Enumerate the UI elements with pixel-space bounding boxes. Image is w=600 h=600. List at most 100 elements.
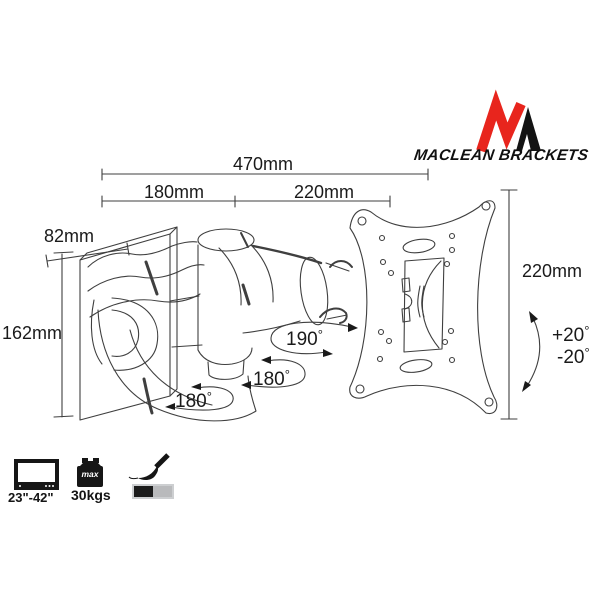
swatch-black: [134, 486, 153, 497]
tv-dot: [48, 485, 51, 487]
plate-center-slot: [417, 285, 425, 318]
brush-tip-line: [128, 476, 139, 480]
paintbrush-icon: [128, 453, 170, 481]
wall-plate: [79, 226, 178, 421]
screw-hole: [357, 216, 367, 226]
vesa-hole: [376, 355, 384, 363]
angle-label-190: 190°: [286, 327, 323, 350]
vesa-slot-top: [402, 238, 436, 254]
max-weight-icon: max: [77, 458, 103, 487]
vesa-hole: [387, 269, 395, 277]
vesa-hole: [385, 337, 393, 345]
dim-label-162mm: 162mm: [2, 323, 63, 343]
vesa-hole: [448, 232, 456, 240]
cover-knob-inner: [111, 309, 140, 357]
bracket-cover: [87, 241, 257, 422]
elbow-arc-1: [218, 247, 242, 306]
plate-center-bump: [404, 293, 413, 310]
joint-dome: [197, 228, 255, 252]
arrowhead: [165, 403, 175, 410]
arm-bottom-edge: [242, 320, 301, 334]
vesa-holes: [376, 232, 456, 364]
dim-line-162: [53, 251, 74, 418]
vesa-plate: [349, 200, 498, 415]
arm-hook-lower: [319, 307, 348, 324]
cover-seam-2: [241, 283, 251, 306]
spec-icons: max: [14, 453, 174, 499]
swivel-arc-180-mid: [246, 359, 306, 388]
dim-label-82mm: 82mm: [44, 226, 95, 246]
arrowhead: [261, 356, 271, 364]
logo-m-red-icon: [476, 89, 526, 153]
arrowhead: [323, 349, 333, 357]
arm-hook-upper: [329, 260, 353, 268]
base-cylinder: [169, 295, 203, 348]
vesa-hole: [379, 258, 387, 266]
arrowheads: [165, 311, 538, 410]
arm-top-seam: [251, 244, 323, 265]
brand-name: MACLEAN BRACKETS: [412, 147, 590, 164]
weight-shoulders: [79, 462, 102, 467]
tilt-arc: [526, 317, 541, 387]
tv-dot: [45, 485, 47, 487]
plate-center-curve: [421, 260, 442, 349]
arm-link-top: [325, 262, 350, 272]
pivot-joint: [197, 228, 274, 380]
elbow-arc-2: [250, 244, 274, 303]
vesa-plate-outline: [349, 200, 498, 415]
arrowhead: [191, 383, 201, 390]
wall-plate-top-face: [79, 226, 178, 261]
weight-handle-notch: [88, 458, 93, 461]
technical-drawing: [45, 168, 541, 422]
plate-center-frame: [403, 257, 445, 353]
finish-color-swatch: [132, 484, 174, 499]
tilt-label-up: +20°: [552, 323, 590, 346]
vesa-hole: [443, 260, 451, 268]
tv-screen-icon: [14, 459, 59, 490]
plate-center-tab-lower: [401, 307, 411, 323]
cover-wave-lower: [89, 293, 201, 318]
support-arm: [242, 244, 353, 334]
joint-dome-seam: [240, 232, 249, 248]
joint-collar: [207, 359, 245, 380]
plate-center-tab-upper: [401, 277, 411, 293]
rotation-arcs: [170, 317, 541, 411]
base-cylinder-top: [169, 295, 200, 302]
screw-hole: [481, 201, 491, 211]
joint-bottom: [197, 347, 253, 366]
arm-end-cap: [299, 256, 329, 326]
dim-label-470mm: 470mm: [233, 154, 294, 174]
vesa-hole: [448, 356, 456, 364]
cover-wave-upper: [87, 241, 198, 268]
dim-label-220mm-right: 220mm: [522, 261, 583, 281]
vesa-hole: [448, 246, 456, 254]
vesa-slot-bottom: [399, 359, 433, 373]
arm-link-bottom: [326, 314, 348, 320]
tv-screen: [18, 463, 55, 482]
vesa-hole: [378, 234, 386, 242]
spec-label-max-weight: 30kgs: [71, 487, 111, 503]
cover-skirt-inner: [129, 329, 213, 406]
cover-skirt-seam: [142, 377, 154, 415]
corner-holes: [355, 201, 494, 407]
swivel-arc-180-low: [170, 386, 234, 411]
dim-label-180mm: 180mm: [144, 182, 205, 202]
dim-line-82: [45, 242, 130, 268]
cover-plate-arc: [90, 299, 103, 365]
weight-body: [77, 466, 103, 487]
logo-m-black-icon: [516, 107, 541, 151]
cover-seam-1: [144, 260, 159, 296]
cover-knob-outer: [111, 297, 159, 371]
screw-hole: [484, 397, 494, 407]
wall-plate-side-face: [169, 226, 178, 397]
angle-label-180-low: 180°: [175, 389, 212, 412]
tv-dot: [52, 485, 54, 487]
angle-label-180-mid: 180°: [253, 367, 290, 390]
vesa-hole: [441, 338, 449, 346]
cover-skirt-outer: [97, 309, 257, 422]
dim-line-220-right: [500, 189, 518, 420]
tilt-label-down: -20°: [557, 345, 590, 368]
arrowhead: [348, 323, 358, 332]
weight-max-badge: max: [81, 469, 99, 479]
